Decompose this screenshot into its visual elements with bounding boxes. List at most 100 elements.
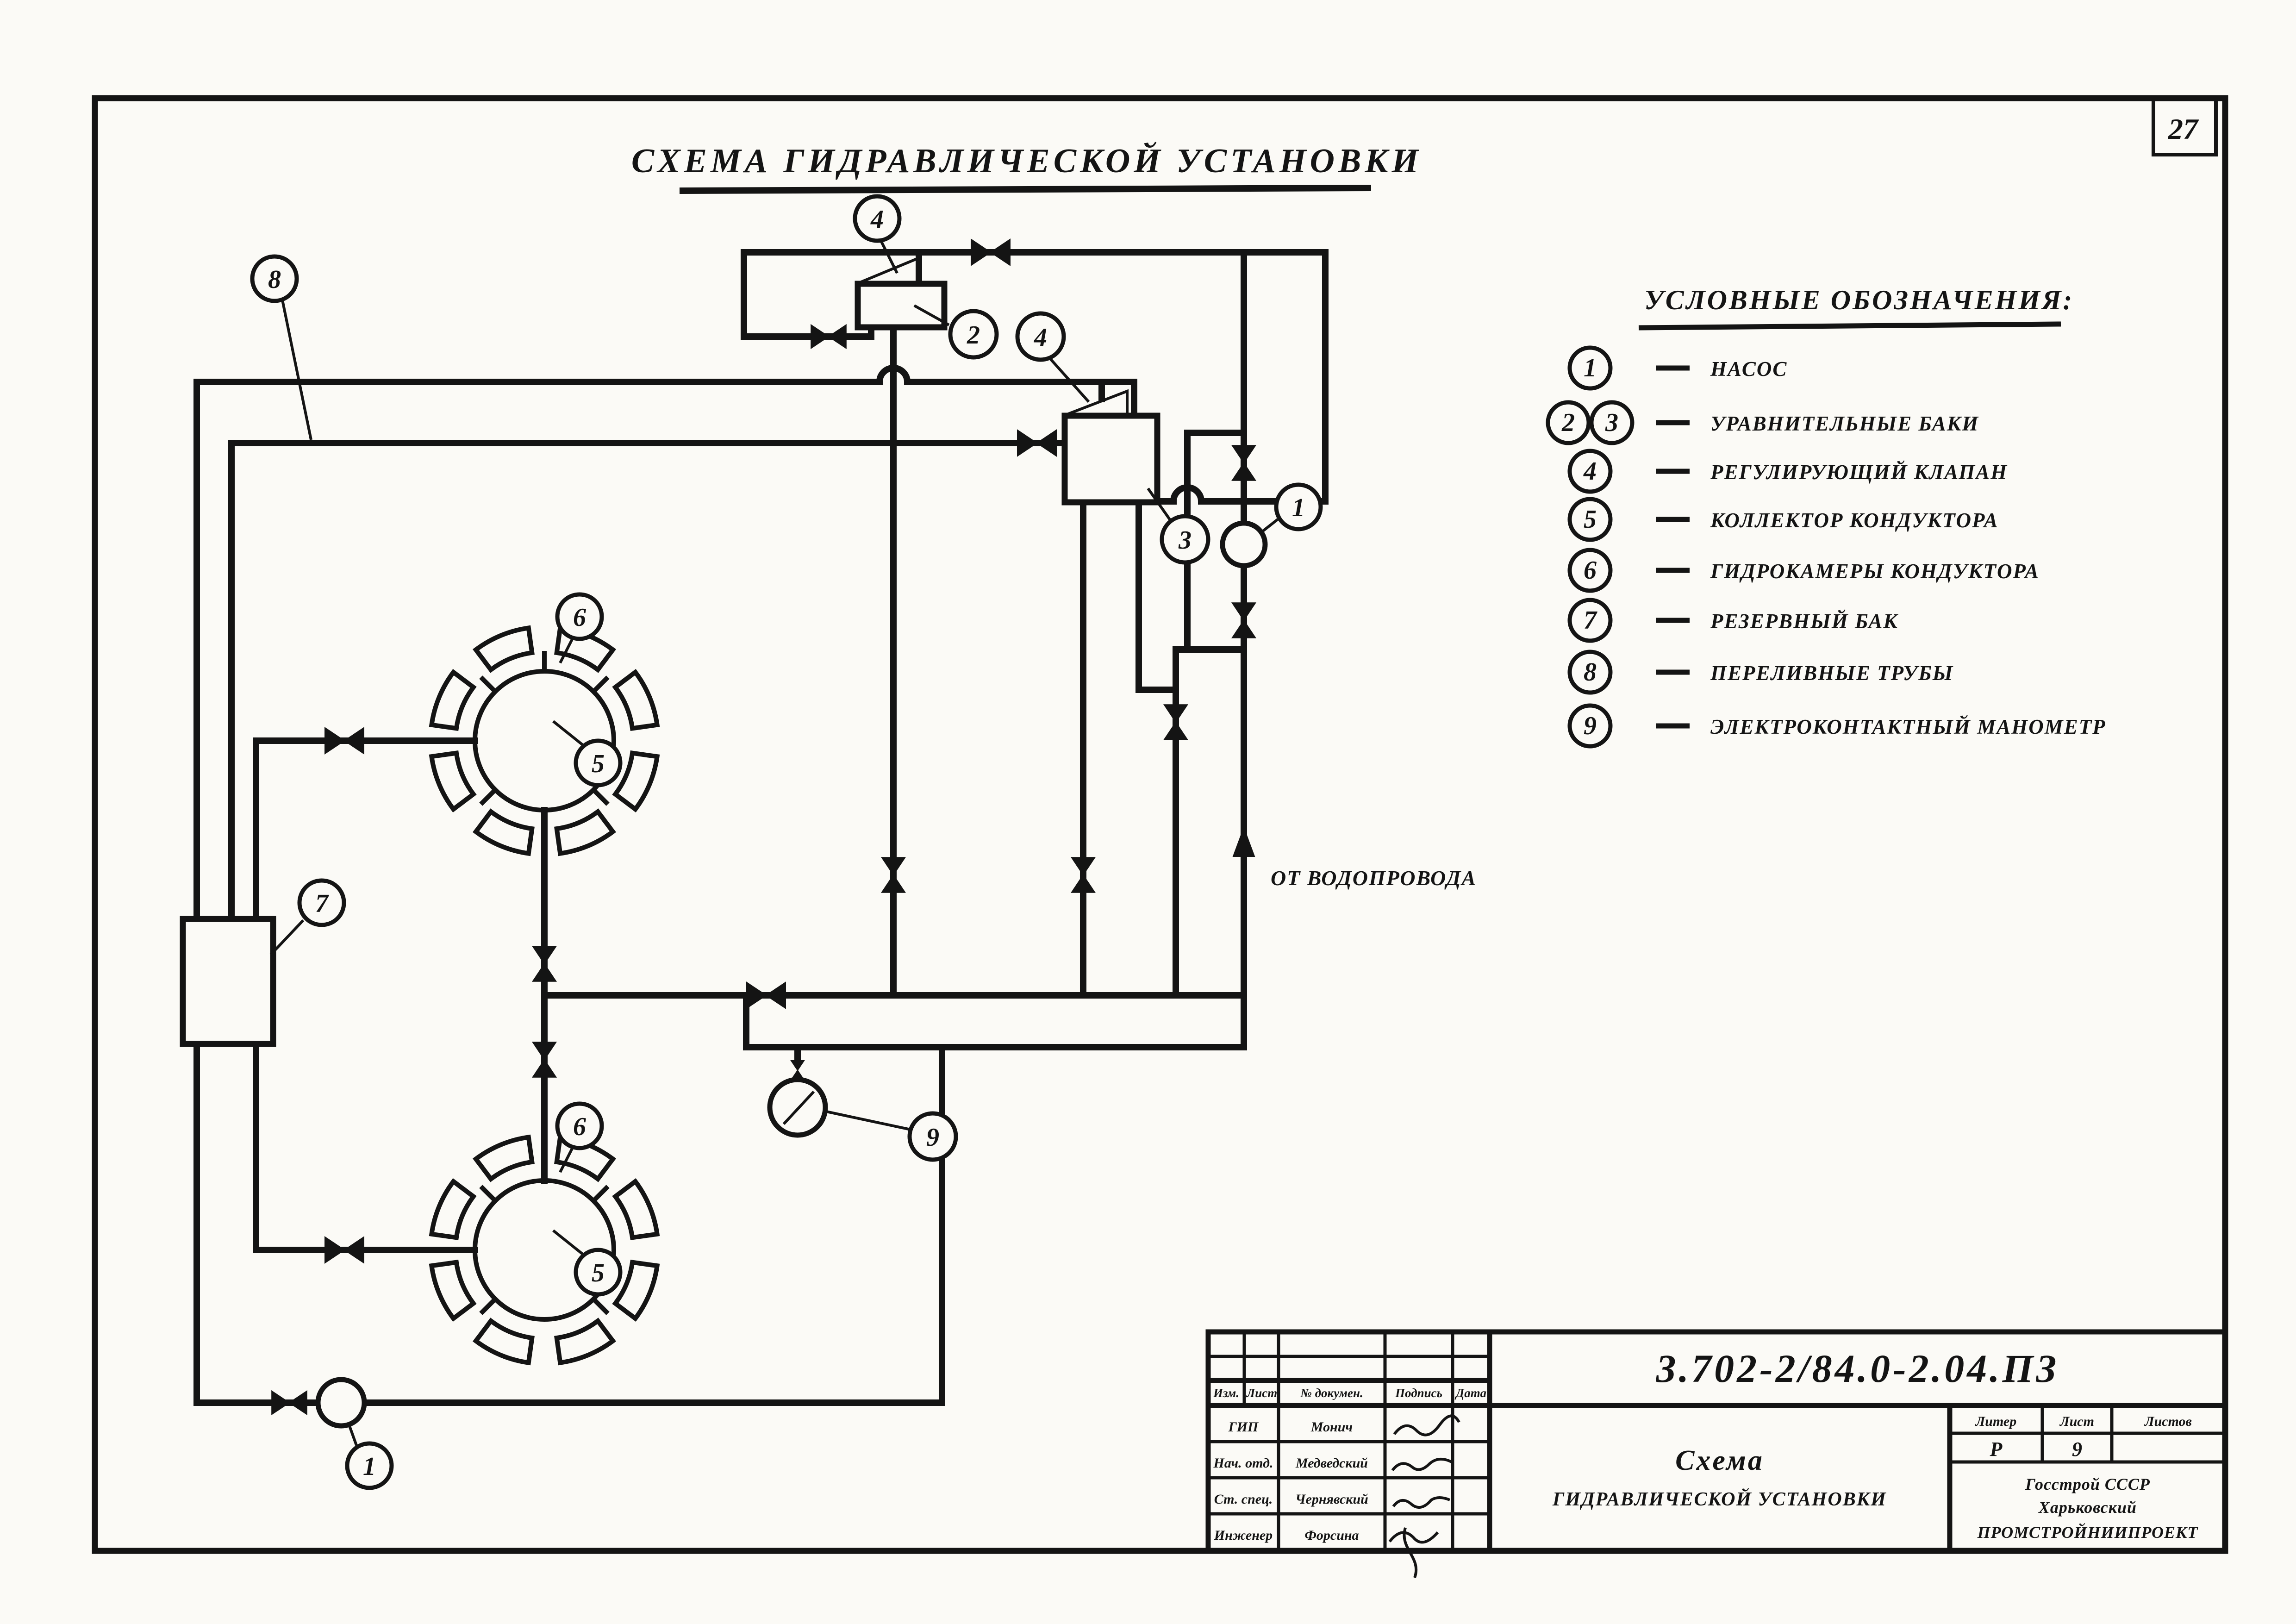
leader-1b <box>347 1421 358 1446</box>
valve-collector2-feed <box>324 1236 364 1264</box>
legend-item-2-3: 2 3 Уравнительные баки <box>1546 400 1978 445</box>
signature-0 <box>1393 1414 1460 1437</box>
callout-4a: 4 <box>853 194 902 243</box>
valve-tank2-feed <box>811 324 847 350</box>
legend-symbol: 7 <box>1584 606 1597 635</box>
collector-tick <box>592 788 610 806</box>
callout-3-number: 3 <box>1178 526 1192 555</box>
leader-9 <box>824 1110 911 1131</box>
legend-item-1: 1 Насос <box>1567 345 1787 391</box>
legend-label: Электроконтактный манометр <box>1710 715 2106 738</box>
hydro-chamber-segment <box>429 1260 477 1322</box>
hydro-chamber-segment <box>472 1134 535 1182</box>
tb-name-3: Форсина <box>1304 1528 1359 1543</box>
callout-3: 3 <box>1160 514 1210 565</box>
callout-6a: 6 <box>555 592 604 641</box>
callout-7: 7 <box>297 878 346 927</box>
legend-item-5: 5 Коллектор кондуктора <box>1567 497 1999 542</box>
collector-tick <box>479 788 497 806</box>
legend-item-9: 9 Электроконтактный манометр <box>1567 703 2106 749</box>
tb-listov-label: Листов <box>2144 1414 2192 1429</box>
leader-1a <box>1259 518 1279 535</box>
hydro-chamber-segment <box>429 1178 477 1240</box>
tb-role-1: Нач. отд. <box>1213 1455 1273 1471</box>
callout-leaders <box>269 239 1279 1446</box>
tb-doc-number: 3.702-2/84.0-2.04.ПЗ <box>1656 1346 2059 1391</box>
title-underline <box>679 184 1372 194</box>
leader-2 <box>913 304 950 326</box>
signature-3 <box>1388 1527 1439 1579</box>
valve-top-line <box>970 238 1011 266</box>
legend-symbol: 1 <box>1584 354 1597 382</box>
callout-5b-number: 5 <box>592 1259 605 1287</box>
valve-collector-link-2 <box>531 1042 557 1078</box>
tb-col-list: Лист <box>1246 1386 1278 1400</box>
page-number-border <box>2151 97 2218 156</box>
hydro-chamber-segment <box>612 1260 660 1322</box>
tank3-regulator-arm <box>1064 389 1129 417</box>
pump-bottom-symbol <box>315 1377 367 1429</box>
legend-label: Коллектор кондуктора <box>1710 509 1999 532</box>
leader-6b <box>559 1146 574 1173</box>
legend-label: Переливные трубы <box>1710 662 1953 685</box>
legend-label: Гидрокамеры кондуктора <box>1710 560 2040 583</box>
signature-2 <box>1392 1496 1451 1509</box>
callout-bubbles: 8 4 2 4 3 1 6 5 7 6 5 9 1 <box>250 194 1323 1490</box>
pipe-overflow-a <box>193 365 1137 385</box>
page-number-box: 27 <box>2151 97 2218 156</box>
collector-tick <box>479 1297 497 1315</box>
valve-pump1-outlet <box>1231 602 1257 638</box>
callout-2: 2 <box>948 309 999 360</box>
signature-1 <box>1391 1457 1453 1471</box>
callout-7-number: 7 <box>315 889 329 918</box>
callout-6b-number: 6 <box>573 1112 586 1141</box>
water-supply-label: От водопровода <box>1271 866 1477 890</box>
page-title: Схема гидравлической установки <box>631 142 1422 180</box>
hydro-chamber-segment <box>554 808 616 856</box>
leader-5b <box>552 1229 584 1256</box>
legend-symbol: 6 <box>1584 556 1597 585</box>
tb-org-line3: Промстройниипроект <box>1977 1523 2199 1542</box>
legend-symbol: 4 <box>1583 457 1597 486</box>
collector-tick <box>479 675 497 693</box>
leader-7 <box>269 919 305 956</box>
callout-1a-number: 1 <box>1292 493 1305 522</box>
valve-collector-link-1 <box>531 946 557 982</box>
title-group: Схема гидравлической установки <box>631 142 1422 194</box>
leader-6a <box>559 637 574 664</box>
callout-1a: 1 <box>1274 482 1323 531</box>
hydro-chamber-segment <box>429 668 477 731</box>
legend-symbol: 3 <box>1605 408 1618 437</box>
valve-drain-2540 <box>1163 704 1189 740</box>
tb-org-line1: Госстрой СССР <box>2025 1475 2150 1493</box>
tb-role-3: Инженер <box>1214 1528 1273 1543</box>
page-number: 27 <box>2168 112 2199 145</box>
valve-tank2-drain <box>880 857 906 893</box>
collector-2 <box>429 1134 660 1366</box>
manometer <box>767 1077 828 1138</box>
hydro-chamber-segment <box>472 1318 535 1366</box>
leader-4a <box>879 239 898 274</box>
legend-label: Насос <box>1710 357 1787 381</box>
hydro-chamber-segment <box>612 750 660 812</box>
tb-col-doc: № докумен. <box>1300 1386 1363 1400</box>
tb-list-label: Лист <box>2059 1414 2094 1429</box>
equalizing-tank-3 <box>1061 412 1160 506</box>
legend-symbol: 8 <box>1584 658 1597 687</box>
legend-item-8: 8 Переливные трубы <box>1567 650 1953 695</box>
leader-3 <box>1147 487 1171 520</box>
tb-liter-value: Р <box>1990 1438 2003 1461</box>
legend-item-7: 7 Резервный бак <box>1567 598 1897 643</box>
callout-5a-number: 5 <box>592 750 605 778</box>
legend-item-6: 6 Гидрокамеры кондуктора <box>1567 548 2040 593</box>
callout-4a-number: 4 <box>870 205 884 234</box>
valve-manometer <box>790 1060 805 1081</box>
drawing-frame <box>92 95 2228 1554</box>
tb-org-line2: Харьковский <box>2038 1498 2137 1517</box>
valve-collector1-feed <box>324 727 364 755</box>
manometer-needle-icon <box>782 1090 815 1125</box>
tanks <box>180 255 1160 1047</box>
legend-item-4: 4 Регулирующий клапан <box>1567 449 2007 494</box>
